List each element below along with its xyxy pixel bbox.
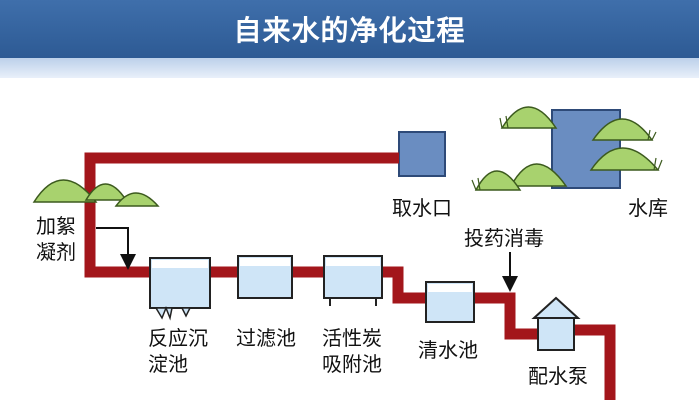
reservoir-water (551, 109, 621, 189)
hill-icon (589, 147, 660, 171)
clear-water-tank (425, 281, 475, 323)
pump-label: 配水泵 (528, 364, 588, 388)
carbon-tank-label-1: 活性炭 (322, 326, 382, 350)
intake-label: 取水口 (392, 196, 452, 220)
left-hills (32, 179, 160, 207)
pump-house (531, 296, 581, 351)
coagulant-arrow (96, 227, 136, 270)
page-title: 自来水的净化过程 (233, 14, 466, 47)
hill-icon (591, 118, 654, 141)
reservoir-hills (474, 106, 660, 191)
hill-icon (509, 163, 568, 187)
filter-tank-label: 过滤池 (236, 326, 296, 350)
reaction-tank (149, 257, 211, 321)
hill-icon (474, 170, 522, 191)
reservoir-label: 水库 (628, 196, 668, 220)
hill-icon (500, 106, 558, 129)
hill-icon (114, 192, 160, 207)
pipe-network (84, 152, 616, 400)
coagulant-label-1: 加絮 (36, 214, 76, 238)
clear-water-tank-label: 清水池 (418, 338, 478, 362)
filter-tank (237, 255, 293, 299)
intake-box (398, 131, 446, 177)
reaction-tank-label-1: 反应沉 (148, 326, 208, 350)
reaction-tank-label-2: 淀池 (148, 352, 188, 376)
header-subbar (0, 58, 699, 78)
disinfection-label: 投药消毒 (464, 226, 544, 250)
carbon-tank-label-2: 吸附池 (322, 352, 382, 376)
carbon-tank (323, 255, 383, 306)
coagulant-label-2: 凝剂 (36, 240, 76, 264)
header-bar: 自来水的净化过程 (0, 0, 699, 58)
